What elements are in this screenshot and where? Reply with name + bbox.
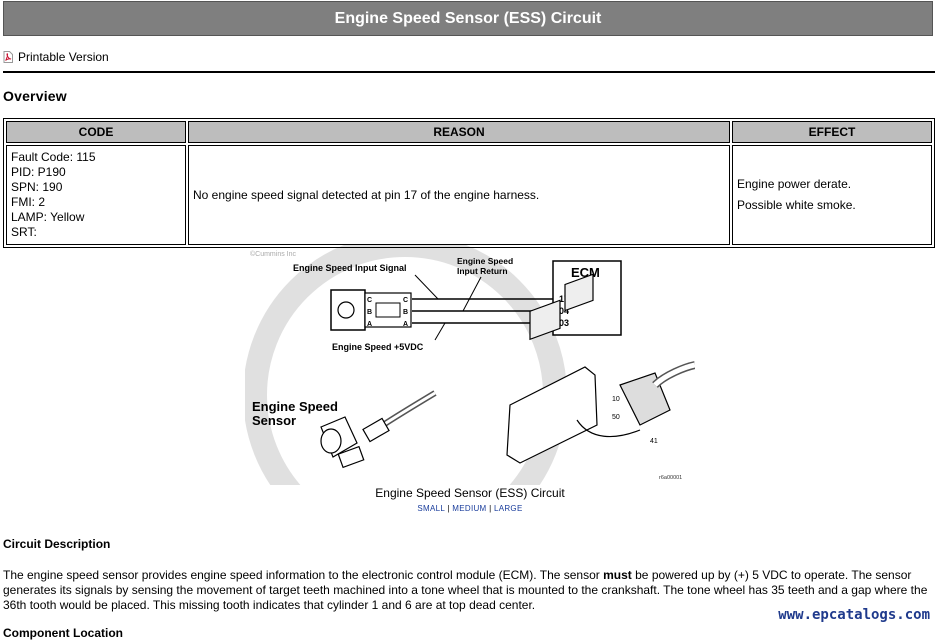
reason-text: No engine speed signal detected at pin 1…: [193, 187, 540, 202]
label-input-signal: Engine Speed Input Signal: [293, 263, 407, 273]
fault-code-table: CODE REASON EFFECT Fault Code: 115 PID: …: [3, 118, 935, 248]
lamp: LAMP: Yellow: [11, 210, 85, 224]
figure-caption: Engine Speed Sensor (ESS) Circuit: [375, 486, 565, 500]
size-link-medium[interactable]: MEDIUM: [452, 504, 487, 513]
table-row: Fault Code: 115 PID: P190 SPN: 190 FMI: …: [6, 145, 932, 245]
label-sensor-1: Engine Speed: [252, 399, 338, 414]
effect-power-derate: Engine power derate.: [737, 177, 852, 191]
size-link-large[interactable]: LARGE: [493, 504, 523, 513]
label-sensor-2: Sensor: [252, 413, 296, 428]
ecm-pin-label-50: 50: [612, 414, 620, 421]
column-header-effect: EFFECT: [732, 121, 932, 143]
circuit-description-text: The engine speed sensor provides engine …: [3, 568, 928, 612]
pdf-icon: [3, 51, 13, 63]
column-header-code: CODE: [6, 121, 186, 143]
callout-arrows: [414, 274, 482, 341]
code-cell: Fault Code: 115 PID: P190 SPN: 190 FMI: …: [6, 145, 186, 245]
ecm-pin-label-10: 10: [612, 396, 620, 403]
label-supply: Engine Speed +5VDC: [332, 342, 424, 352]
ecm-module-illustration: [506, 273, 695, 464]
figure-id: r6a00001: [659, 475, 682, 481]
effect-white-smoke: Possible white smoke.: [737, 198, 856, 212]
ecm-pin-04: 04: [559, 306, 569, 316]
circuit-diagram: ©Cummins Inc Engine Speed Input Signal E…: [245, 245, 695, 485]
effect-cell: Engine power derate. Possible white smok…: [732, 145, 932, 245]
pid: PID: P190: [11, 165, 66, 179]
divider: [3, 71, 935, 73]
component-location-heading: Component Location: [3, 626, 123, 640]
table-header-row: CODE REASON EFFECT: [6, 121, 932, 143]
fmi: FMI: 2: [11, 195, 46, 209]
image-size-links: SMALL | MEDIUM | LARGE: [0, 504, 940, 513]
watermark-text: www.epcatalogs.com: [778, 607, 930, 623]
connector-letter-b: B: [367, 309, 372, 316]
fault-code: Fault Code: 115: [11, 150, 96, 164]
sensor-illustration: [320, 390, 437, 469]
page-title: Engine Speed Sensor (ESS) Circuit: [3, 1, 933, 36]
connector-letter-a: A: [367, 321, 372, 328]
separator: |: [489, 504, 494, 513]
reason-cell: No engine speed signal detected at pin 1…: [188, 145, 730, 245]
label-input-return-2: Input Return: [457, 266, 508, 276]
connector-letter-c-right: C: [403, 297, 408, 304]
separator: |: [447, 504, 453, 513]
emphasis-must: must: [603, 568, 632, 582]
size-link-small[interactable]: SMALL: [417, 504, 445, 513]
ecm-pin-17: 17: [559, 294, 569, 304]
sensor-face: [337, 301, 355, 319]
spn: SPN: 190: [11, 180, 63, 194]
connector-letter-b-right: B: [403, 309, 408, 316]
ecm-pin-03: 03: [559, 318, 569, 328]
label-input-return-1: Engine Speed: [457, 256, 513, 266]
overview-heading: Overview: [3, 88, 67, 104]
copyright-text: ©Cummins Inc: [250, 250, 296, 258]
connector-letter-c: C: [367, 297, 372, 304]
connector-latch: [375, 302, 401, 318]
printable-version-link[interactable]: Printable Version: [3, 50, 109, 64]
circuit-description-heading: Circuit Description: [3, 537, 111, 551]
connector-letter-a-right: A: [403, 321, 408, 328]
ecm-pin-label-41: 41: [650, 438, 658, 445]
column-header-reason: REASON: [188, 121, 730, 143]
printable-version-label[interactable]: Printable Version: [18, 50, 109, 64]
srt: SRT:: [11, 225, 37, 239]
